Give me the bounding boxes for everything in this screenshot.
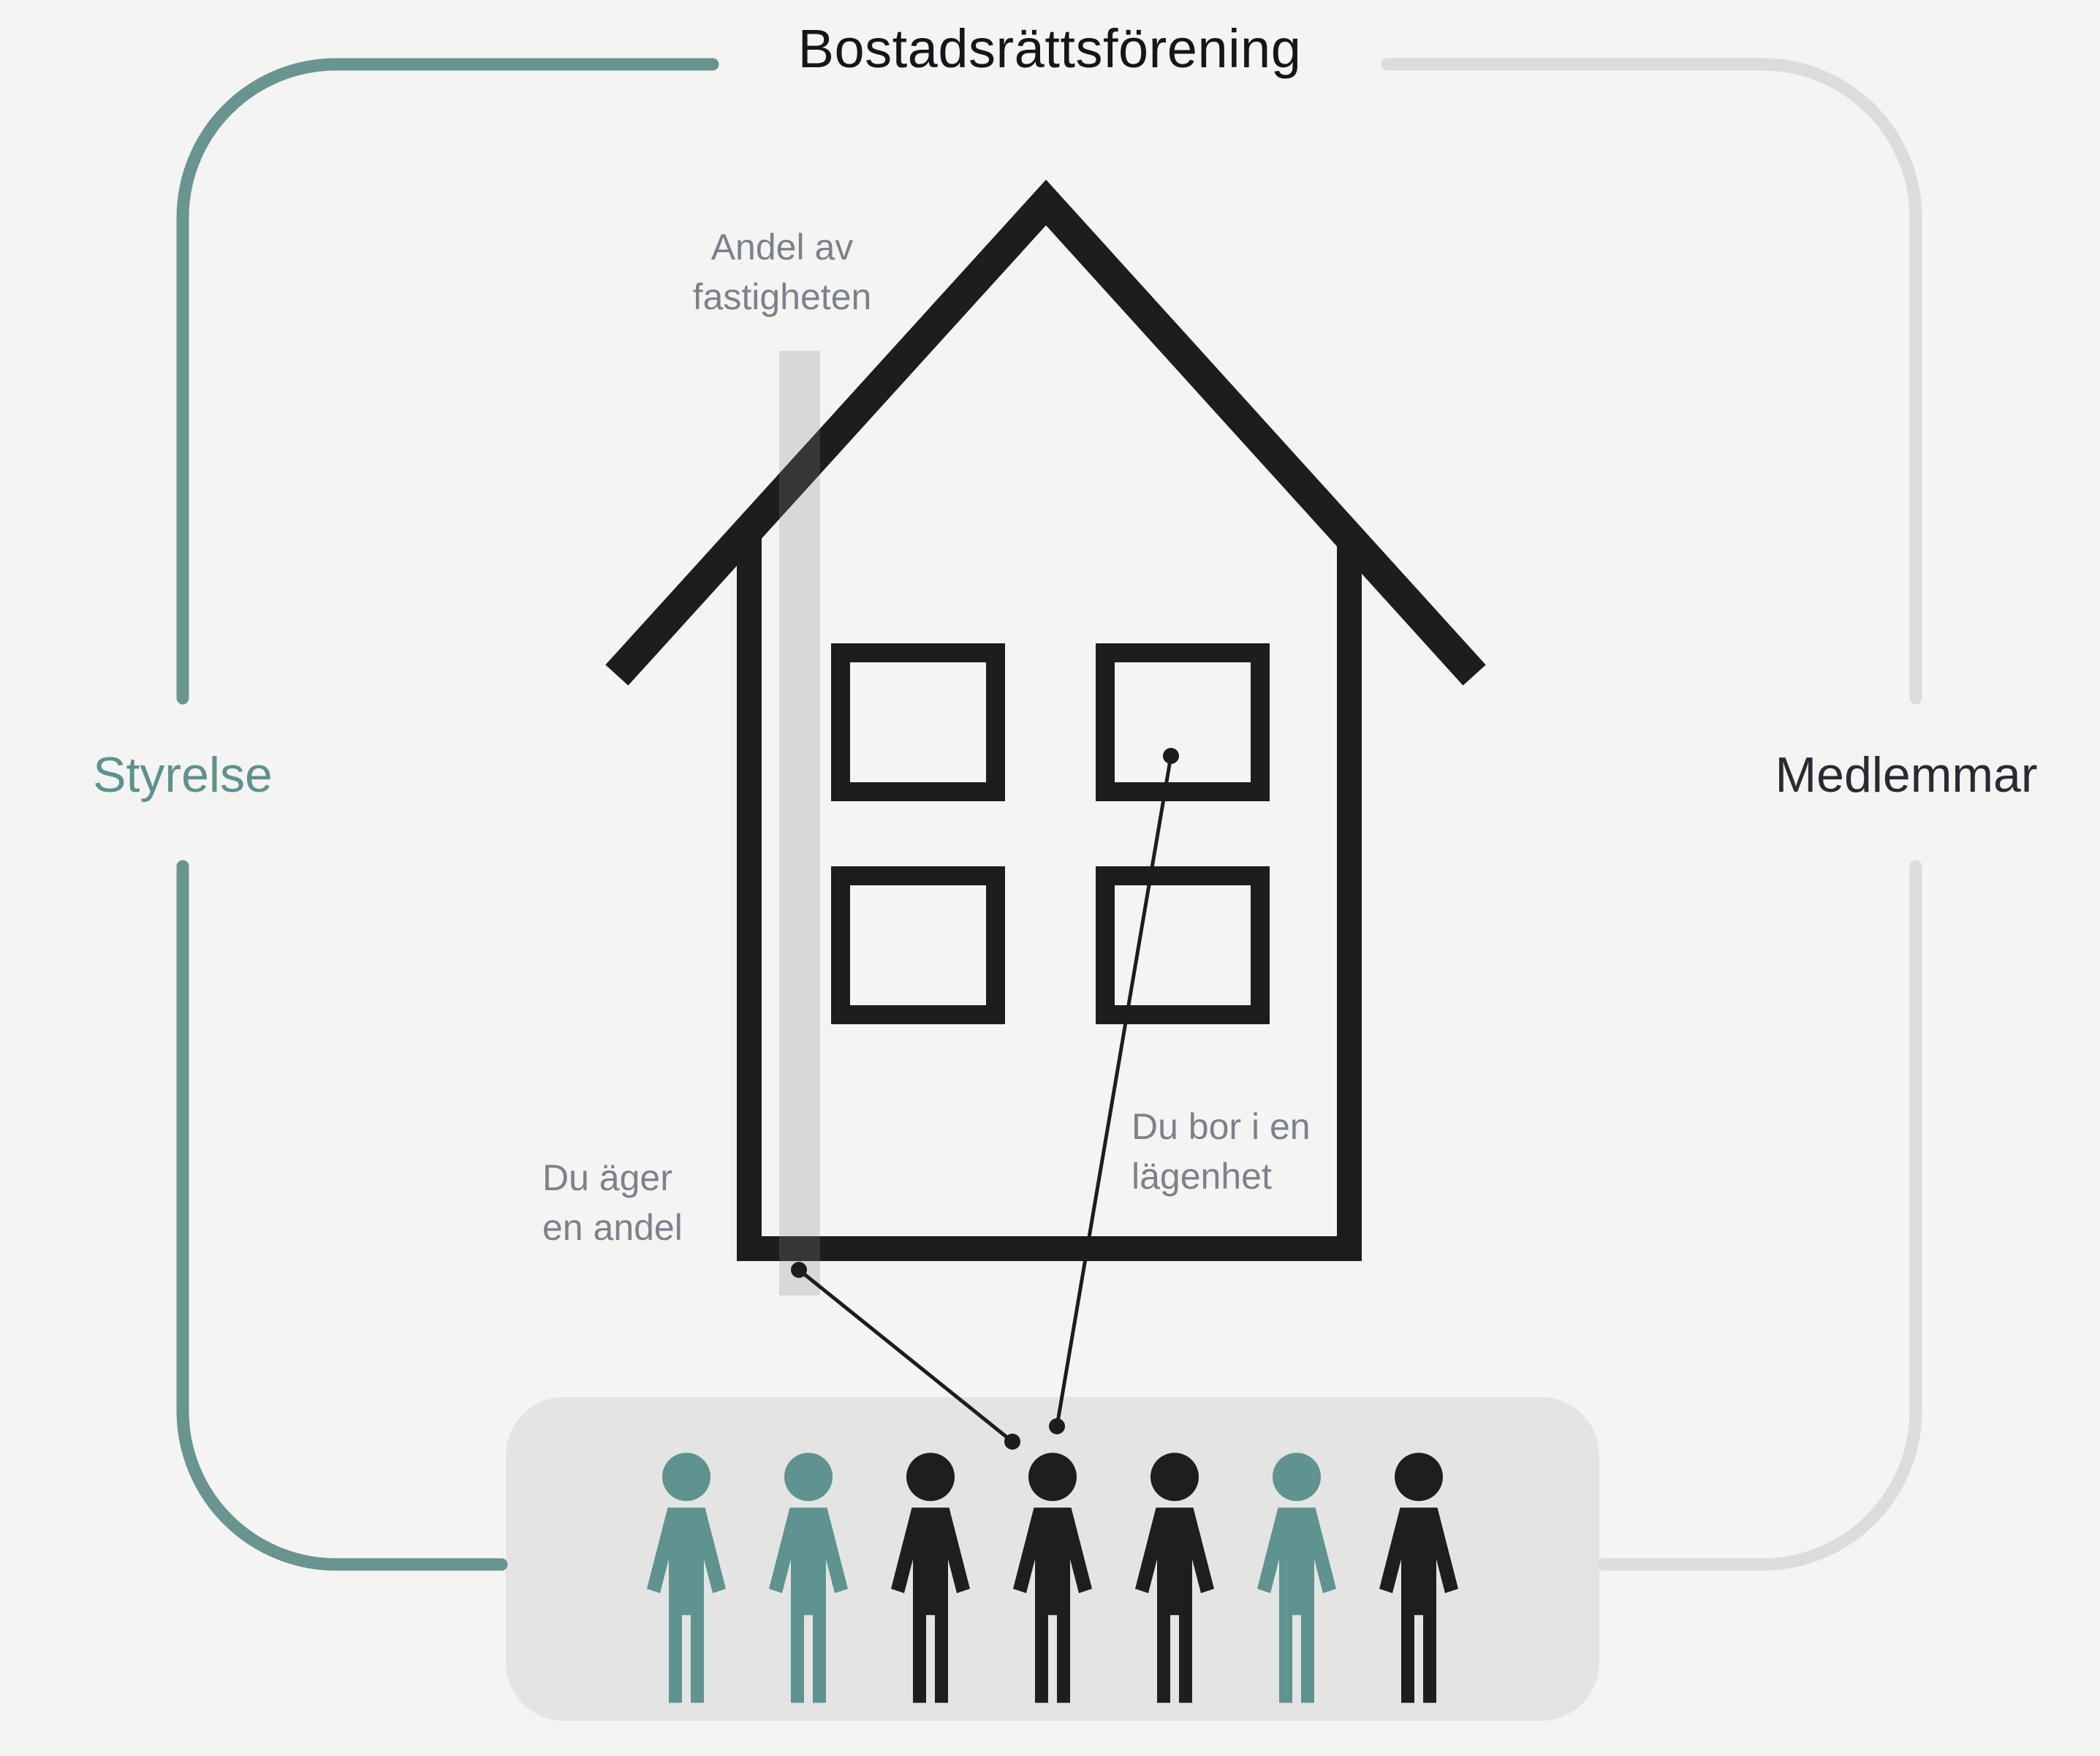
connector-line-apartment [1055, 755, 1173, 1427]
house-walls [737, 534, 1362, 1261]
people-row [506, 1397, 1599, 1721]
board-label: Styrelse [93, 747, 273, 803]
own-share-annotation: Du äger en andel [542, 1154, 683, 1252]
connector-dot-bar [791, 1262, 807, 1278]
share-of-property-annotation: Andel av fastigheten [693, 223, 872, 322]
own-annotation-line1: Du äger [542, 1157, 672, 1198]
live-annotation-line1: Du bor i en [1132, 1106, 1311, 1147]
diagram-title: Bostadsrättsförening [797, 18, 1302, 79]
person-icon [1135, 1453, 1214, 1703]
board-border-bottom-left [176, 860, 508, 1571]
connector-dot-window [1163, 748, 1179, 764]
person-icon [769, 1453, 848, 1703]
share-annotation-line1: Andel av [710, 227, 854, 268]
person-icon [647, 1453, 726, 1703]
window-top-left [831, 643, 1005, 801]
person-icon [1257, 1453, 1336, 1703]
window-top-right [1096, 643, 1270, 801]
members-border-bottom-right [1597, 860, 1922, 1571]
window-bottom-right [1096, 866, 1270, 1024]
connector-line-share [797, 1268, 1014, 1443]
person-icon [1013, 1453, 1092, 1703]
house-roof [605, 179, 1486, 686]
connector-dot-person-a [1049, 1418, 1065, 1434]
connector-dot-person-b [1004, 1434, 1020, 1450]
window-bottom-left [831, 866, 1005, 1024]
own-annotation-line2: en andel [542, 1206, 683, 1248]
ownership-share-bar [779, 351, 820, 1295]
person-icon [891, 1453, 970, 1703]
live-in-apartment-annotation: Du bor i en lägenhet [1132, 1102, 1311, 1201]
live-annotation-line2: lägenhet [1132, 1155, 1272, 1197]
members-border-top-right [1381, 58, 1922, 705]
board-border-top-left [176, 58, 719, 705]
share-annotation-line2: fastigheten [692, 276, 872, 317]
members-label: Medlemmar [1775, 747, 2038, 803]
person-icon [1379, 1453, 1458, 1703]
